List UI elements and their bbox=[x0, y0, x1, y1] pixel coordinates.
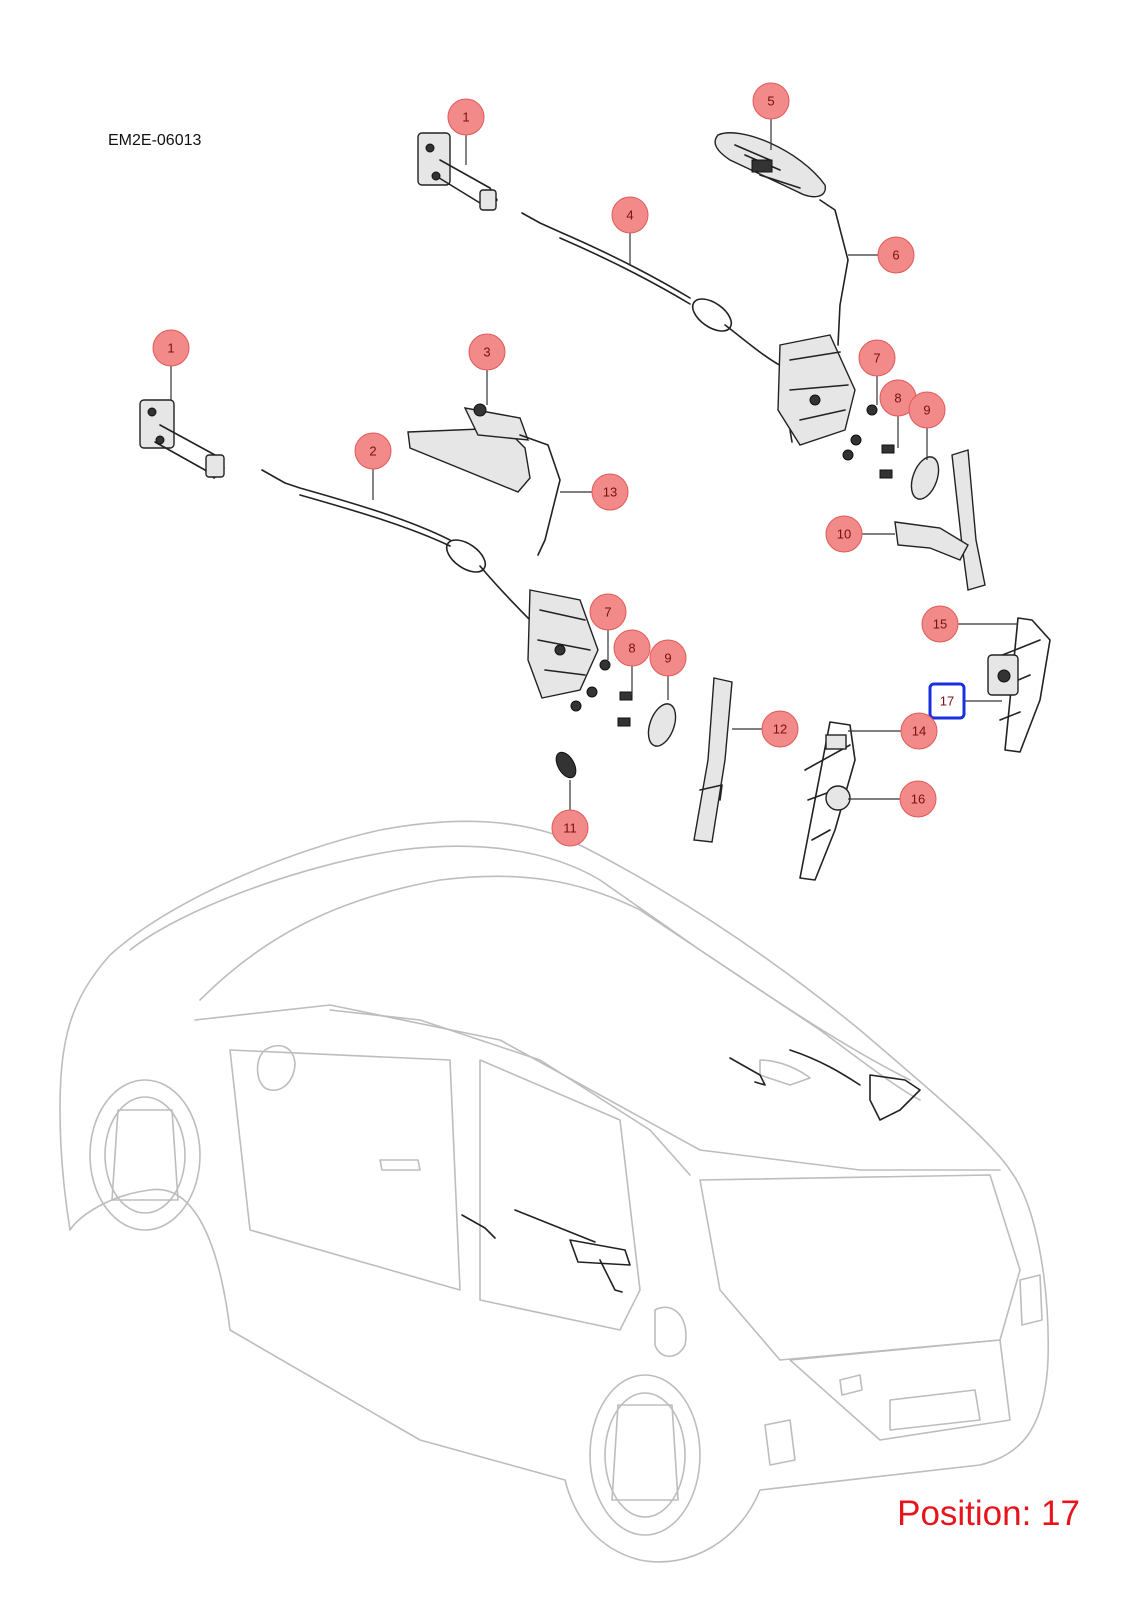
callout-circle bbox=[447, 98, 485, 136]
outer-handle-rear[interactable] bbox=[714, 132, 826, 198]
callout-number: 2 bbox=[369, 444, 376, 459]
callout-1[interactable]: 1 bbox=[447, 98, 485, 136]
callout-circle bbox=[468, 333, 506, 371]
door-latch-rear[interactable] bbox=[777, 334, 856, 446]
callout-circle bbox=[877, 236, 915, 274]
leader-lines bbox=[170, 101, 1018, 828]
vehicle-installed-parts bbox=[461, 1049, 921, 1293]
callout-5[interactable]: 5 bbox=[752, 82, 790, 120]
cable-front[interactable] bbox=[261, 469, 536, 626]
callout-number: 5 bbox=[767, 94, 774, 109]
callout-13[interactable]: 13 bbox=[591, 473, 629, 511]
callout-number: 7 bbox=[873, 351, 880, 366]
callout-number: 10 bbox=[837, 527, 851, 542]
highlight-box bbox=[928, 682, 966, 720]
callout-circle bbox=[921, 605, 959, 643]
door-check-upper[interactable] bbox=[417, 132, 498, 211]
callout-circle bbox=[908, 391, 946, 429]
callout-circle bbox=[649, 639, 687, 677]
callout-number: 1 bbox=[167, 341, 174, 356]
callout-circle bbox=[761, 710, 799, 748]
callout-number: 16 bbox=[911, 792, 925, 807]
door-check-lower[interactable] bbox=[139, 399, 225, 479]
callout-number: 9 bbox=[923, 403, 930, 418]
callout-circle bbox=[858, 339, 896, 377]
callout-number: 13 bbox=[603, 485, 617, 500]
callout-6[interactable]: 6 bbox=[877, 236, 915, 274]
callout-14[interactable]: 14 bbox=[900, 712, 938, 750]
callout-number: 1 bbox=[462, 110, 469, 125]
callout-number: 4 bbox=[626, 208, 633, 223]
window-regulator-front[interactable] bbox=[799, 721, 856, 881]
callout-circle bbox=[825, 515, 863, 553]
callout-number: 9 bbox=[664, 651, 671, 666]
callout-circle bbox=[613, 629, 651, 667]
callout-7[interactable]: 7 bbox=[589, 593, 627, 631]
callout-3[interactable]: 3 bbox=[468, 333, 506, 371]
glass-run-channel-front[interactable] bbox=[693, 677, 733, 843]
callout-12[interactable]: 12 bbox=[761, 710, 799, 748]
callout-4[interactable]: 4 bbox=[611, 196, 649, 234]
callout-11[interactable]: 11 bbox=[551, 809, 589, 847]
rod-rear[interactable] bbox=[819, 199, 849, 346]
callout-7[interactable]: 7 bbox=[858, 339, 896, 377]
callout-circle bbox=[900, 712, 938, 750]
cable-rear[interactable] bbox=[521, 212, 786, 369]
callout-number: 7 bbox=[604, 605, 611, 620]
striker-rear[interactable] bbox=[879, 444, 944, 503]
callout-circle bbox=[589, 593, 627, 631]
callout-number: 17 bbox=[940, 694, 954, 709]
callout-circle bbox=[591, 473, 629, 511]
screws-front[interactable] bbox=[570, 659, 611, 712]
callout-circle bbox=[752, 82, 790, 120]
callout-2[interactable]: 2 bbox=[354, 432, 392, 470]
callout-10[interactable]: 10 bbox=[825, 515, 863, 553]
parts-layer bbox=[139, 132, 1051, 881]
callout-number: 12 bbox=[773, 722, 787, 737]
callout-1[interactable]: 1 bbox=[152, 329, 190, 367]
rod-front[interactable] bbox=[519, 434, 561, 556]
callout-circle bbox=[611, 196, 649, 234]
position-label: Position: 17 bbox=[897, 1494, 1080, 1533]
window-regulator-rear[interactable] bbox=[987, 617, 1051, 753]
callout-circle bbox=[551, 809, 589, 847]
callout-circle bbox=[354, 432, 392, 470]
grommet-plug[interactable] bbox=[552, 749, 580, 781]
callout-8[interactable]: 8 bbox=[613, 629, 651, 667]
callout-16[interactable]: 16 bbox=[899, 780, 937, 818]
callout-15[interactable]: 15 bbox=[921, 605, 959, 643]
outer-handle-front[interactable] bbox=[407, 403, 531, 493]
document-code: EM2E-06013 bbox=[108, 132, 202, 149]
callout-number: 15 bbox=[933, 617, 947, 632]
callout-number: 6 bbox=[892, 248, 899, 263]
callout-number: 3 bbox=[483, 345, 490, 360]
callout-number: 14 bbox=[912, 724, 926, 739]
callout-circle bbox=[899, 780, 937, 818]
glass-run-channel-rear[interactable] bbox=[894, 449, 986, 591]
callout-number: 11 bbox=[563, 821, 577, 836]
callout-9[interactable]: 9 bbox=[649, 639, 687, 677]
callout-number: 8 bbox=[628, 641, 635, 656]
callout-9[interactable]: 9 bbox=[908, 391, 946, 429]
screws-rear[interactable] bbox=[842, 404, 878, 461]
striker-front[interactable] bbox=[617, 691, 681, 750]
callout-17[interactable]: 17 bbox=[928, 682, 966, 720]
callout-number: 8 bbox=[894, 391, 901, 406]
vehicle-outline bbox=[59, 820, 1050, 1563]
callout-circle bbox=[152, 329, 190, 367]
door-latch-front[interactable] bbox=[527, 589, 599, 699]
